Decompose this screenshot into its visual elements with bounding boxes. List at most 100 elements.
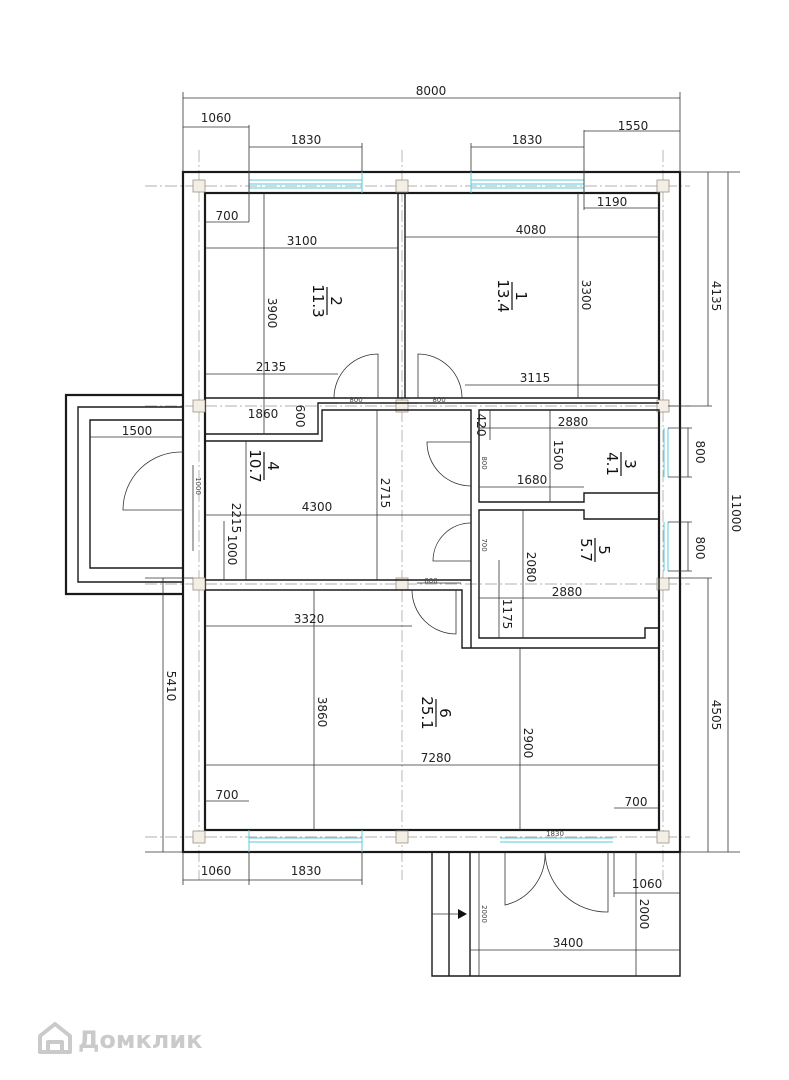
inner-wall-outline <box>203 191 661 832</box>
dim-right-top-height: 4135 <box>709 281 723 312</box>
dim-r2-width: 3100 <box>287 234 318 248</box>
dim-r5-height: 2080 <box>524 552 538 583</box>
svg-text:5: 5 <box>595 545 613 555</box>
dim-r4-height-left: 2215 <box>229 503 243 534</box>
balcony-door-right <box>544 851 609 913</box>
terrace <box>431 852 681 977</box>
door-room-1 <box>417 353 463 399</box>
entry-door <box>122 451 184 511</box>
door-room-5 <box>432 522 472 562</box>
svg-text:2: 2 <box>327 296 345 306</box>
dim-door-r6: 800 <box>424 577 437 585</box>
axis-lines <box>145 150 690 880</box>
house-logo-icon <box>38 1022 72 1054</box>
dim-r2-low-width: 2135 <box>256 360 287 374</box>
dim-r2-win-offset: 700 <box>216 209 239 223</box>
dim-r3-offset: 420 <box>474 414 488 437</box>
dim-r2-height: 3900 <box>265 298 279 329</box>
entrance-porch <box>64 393 183 596</box>
watermark-text: Домклик <box>78 1026 202 1054</box>
dim-r1-height: 3300 <box>579 280 593 311</box>
dim-bottom-door: 1830 <box>546 830 564 838</box>
windows <box>248 172 669 852</box>
dim-bottom-right-offset: 1060 <box>632 877 663 891</box>
dimension-labels: 8000 1060 1830 1830 1550 700 3100 3900 2… <box>122 84 743 950</box>
watermark: Домклик <box>38 1022 202 1054</box>
dim-terrace-width: 3400 <box>553 936 584 950</box>
dim-r2-niche-width: 1860 <box>248 407 279 421</box>
dim-r4-height-mid: 2715 <box>378 478 392 509</box>
dim-r5-window: 800 <box>693 537 707 560</box>
room-6-label: 6 25.1 <box>418 696 454 729</box>
dim-r5-low: 1175 <box>500 599 514 630</box>
doors <box>122 353 609 913</box>
dim-door-r2: 800 <box>349 396 362 404</box>
balcony-door-left <box>504 851 546 906</box>
dim-right-bottom-height: 4505 <box>709 700 723 731</box>
dimension-lines <box>90 92 740 976</box>
dim-r1-width: 4080 <box>516 223 547 237</box>
dim-door-r1: 800 <box>432 396 445 404</box>
room-1-label: 1 13.4 <box>494 279 530 312</box>
dim-r2-niche-height: 600 <box>293 405 307 428</box>
dim-r3-low-width: 1680 <box>517 473 548 487</box>
window-bottom-left <box>248 830 363 852</box>
dim-r4-width: 4300 <box>302 500 333 514</box>
dim-r3-height: 1500 <box>551 440 565 471</box>
dim-r1-win-offset: 1190 <box>597 195 628 209</box>
dim-r5-width: 2880 <box>552 585 583 599</box>
svg-text:10.7: 10.7 <box>246 449 264 482</box>
dim-r6-width: 7280 <box>421 751 452 765</box>
svg-text:4: 4 <box>264 461 282 471</box>
dim-door-r3: 800 <box>480 456 488 469</box>
dim-top-left-offset: 1060 <box>201 111 232 125</box>
dim-porch-width: 1500 <box>122 424 153 438</box>
window-room-3 <box>663 428 669 477</box>
door-room-3 <box>426 441 472 487</box>
dim-r6-top-width: 3320 <box>294 612 325 626</box>
dim-top-window-right: 1830 <box>512 133 543 147</box>
interior-walls <box>205 193 660 649</box>
room-2-label: 2 11.3 <box>309 284 345 317</box>
dim-total-width: 8000 <box>416 84 447 98</box>
window-room-5 <box>663 522 669 571</box>
dim-r3-window: 800 <box>693 441 707 464</box>
room-labels: 1 13.4 2 11.3 3 4.1 4 10.7 5 5.7 6 25.1 <box>246 279 639 729</box>
svg-text:13.4: 13.4 <box>494 279 512 312</box>
dim-bottom-left-offset: 1060 <box>201 864 232 878</box>
stairs-arrow-icon <box>458 909 467 919</box>
dim-left-bottom-height: 5410 <box>164 671 178 702</box>
svg-text:4.1: 4.1 <box>603 452 621 476</box>
svg-text:1: 1 <box>512 291 530 301</box>
dim-r4-lower: 1000 <box>225 535 239 566</box>
svg-text:5.7: 5.7 <box>577 538 595 562</box>
outer-wall <box>181 170 682 854</box>
dim-stairs-depth: 2000 <box>480 905 488 923</box>
window-top-right <box>470 172 585 193</box>
room-4-label: 4 10.7 <box>246 449 282 482</box>
dim-bottom-window: 1830 <box>291 864 322 878</box>
balcony-door-glazing <box>500 837 613 843</box>
svg-text:25.1: 25.1 <box>418 696 436 729</box>
dim-top-right-offset: 1550 <box>618 119 649 133</box>
window-top-left <box>248 172 363 193</box>
dim-r6-height-right: 2900 <box>521 728 535 759</box>
svg-text:11.3: 11.3 <box>309 284 327 317</box>
dim-entry-door: 1000 <box>194 477 202 495</box>
room-5-label: 5 5.7 <box>577 538 613 562</box>
dim-door-r5: 700 <box>480 538 488 551</box>
dim-total-height: 11000 <box>729 494 743 532</box>
dim-top-window-left: 1830 <box>291 133 322 147</box>
dim-r6-win-right: 700 <box>625 795 648 809</box>
svg-text:3: 3 <box>621 459 639 469</box>
door-room-2 <box>333 353 379 399</box>
dim-r6-height-left: 3860 <box>315 697 329 728</box>
dim-r3-width: 2880 <box>558 415 589 429</box>
svg-text:6: 6 <box>436 708 454 718</box>
dim-r1-low-width: 3115 <box>520 371 551 385</box>
door-room-6 <box>411 589 457 635</box>
dim-r6-win-left: 700 <box>216 788 239 802</box>
dim-terrace-depth: 2000 <box>637 899 651 930</box>
columns <box>192 179 670 844</box>
